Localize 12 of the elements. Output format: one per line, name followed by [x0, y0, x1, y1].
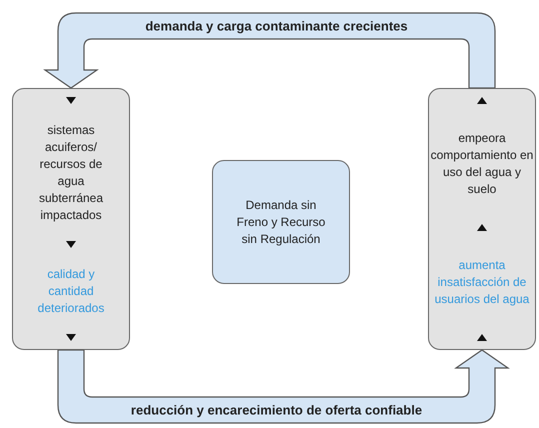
node-text: calidad y cantidad deteriorados — [36, 266, 106, 316]
process-box — [428, 88, 536, 350]
edge-label: demanda y carga contaminante crecientes — [145, 20, 408, 32]
node-text: sistemas acuiferos/ recursos de agua subterránea impactados — [38, 122, 104, 224]
node-text: empeora comportamiento en uso del agua y suelo — [430, 130, 534, 198]
node-text: aumenta insatisfacción de usuarios del agua — [434, 257, 530, 308]
process-box — [12, 88, 130, 350]
block-arrow — [44, 12, 496, 89]
concept-box — [212, 160, 350, 284]
node-text: Demanda sin Freno y Recurso sin Regulación — [236, 196, 326, 248]
edge-label: reducción y encarecimiento de oferta confiable — [130, 404, 422, 416]
block-arrow — [57, 349, 509, 424]
